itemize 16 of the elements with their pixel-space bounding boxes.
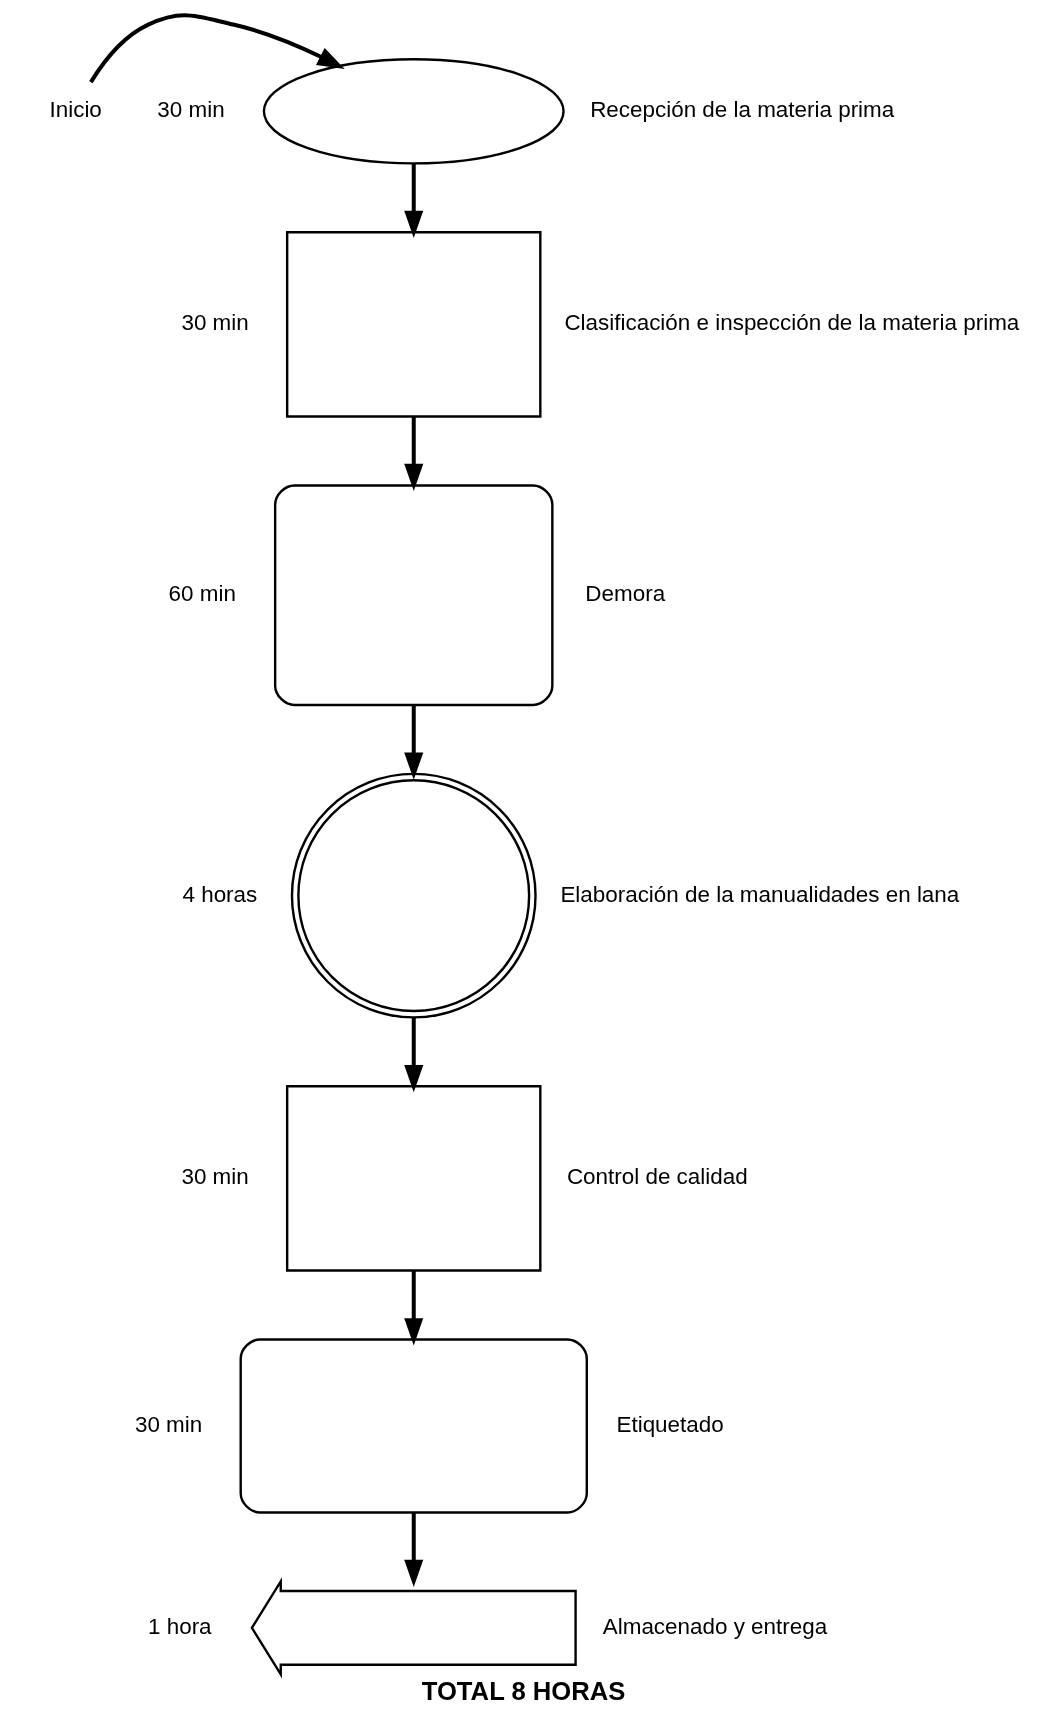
caption: TOTAL 8 HORAS [421,1676,625,1705]
node-label: Clasificación e inspección de la materia prima [563,310,1019,336]
node-label: 30 min [156,97,225,123]
node-label: 30 min [180,310,249,336]
node-label: Control de calidad [566,1164,748,1190]
node-label: 1 hora [147,1613,212,1639]
node-label: Recepción de la materia prima [589,97,894,123]
node-label: 60 min [168,581,236,607]
node-label: 30 min [180,1164,249,1190]
node-label: 4 horas [181,881,257,907]
node-text: Inicio [49,97,102,123]
node-label: 30 min [134,1411,202,1437]
node-label: Almacenado y entrega [602,1613,827,1639]
node-label: Demora [584,581,665,607]
node-label: Etiquetado [616,1411,724,1437]
node-label: Elaboración de la manualidades en lana [559,881,959,907]
